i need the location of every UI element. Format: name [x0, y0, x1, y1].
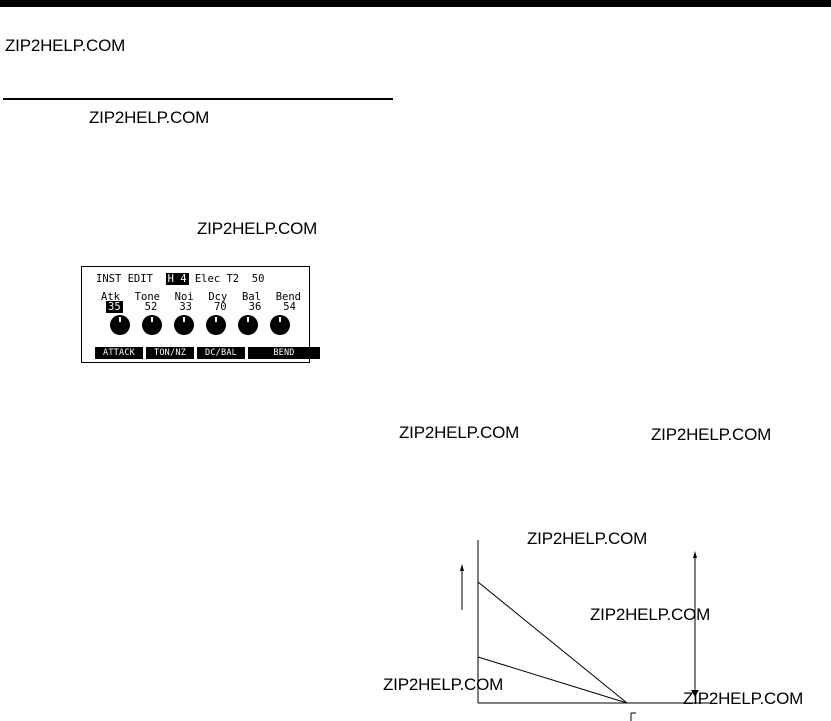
knob-icon[interactable]: [270, 315, 290, 335]
softkey-ton-nz[interactable]: TON/NZ: [146, 347, 194, 359]
bend-arrow-head: [693, 551, 697, 558]
param-label: Bend: [275, 291, 301, 303]
softkey-dc-bal[interactable]: DC/BAL: [197, 347, 245, 359]
softkey-attack[interactable]: ATTACK: [95, 347, 143, 359]
knob-icon[interactable]: [142, 315, 162, 335]
bend-arrow-tail: [691, 690, 699, 697]
watermark: ZIP2HELP.COM: [89, 108, 210, 127]
section-rule: [3, 98, 393, 100]
watermark: ZIP2HELP.COM: [383, 675, 504, 694]
watermark: ZIP2HELP.COM: [5, 36, 126, 55]
watermark: ZIP2HELP.COM: [651, 425, 772, 444]
param-value: 52: [144, 301, 158, 313]
lcd-display: INST EDIT H 4 Elec T2 50 Atk Tone Noi Dc…: [81, 266, 320, 363]
param-value: 33: [179, 301, 192, 313]
knob-icon[interactable]: [110, 315, 130, 335]
param-value: 54: [283, 301, 296, 313]
watermark: ZIP2HELP.COM: [527, 529, 648, 548]
knob-icon[interactable]: [238, 315, 258, 335]
param-value: 36: [248, 301, 262, 313]
softkey-bend[interactable]: BEND: [248, 347, 320, 359]
decay-line-high: [477, 581, 628, 704]
param-label: Bal: [242, 291, 261, 303]
mode-badge: H 4: [165, 273, 189, 285]
knob-icon[interactable]: [174, 315, 194, 335]
watermark: ZIP2HELP.COM: [399, 423, 520, 442]
watermark: ZIP2HELP.COM: [683, 689, 804, 708]
softkey-row: ATTACK TON/NZ DC/BAL BEND: [95, 347, 320, 359]
watermark: ZIP2HELP.COM: [197, 219, 318, 238]
knob-row: [110, 315, 290, 335]
lcd-header: INST EDIT H 4 Elec T2 50: [96, 273, 264, 285]
level-value: 50: [251, 273, 265, 285]
param-value: 35: [106, 301, 123, 313]
level-arrow-head: [460, 564, 464, 571]
knob-icon[interactable]: [206, 315, 226, 335]
top-rule: [0, 0, 831, 7]
param-value: 70: [213, 301, 227, 313]
param-label: Atk: [101, 291, 120, 303]
param-label: Tone: [134, 291, 160, 303]
param-labels: Atk Tone Noi Dcy Bal Bend: [101, 291, 301, 303]
decay-line-low: [477, 656, 628, 704]
watermark: ZIP2HELP.COM: [590, 605, 711, 624]
param-label: Noi: [174, 291, 194, 303]
lcd-title: INST EDIT: [96, 273, 153, 285]
instrument-name: Elec T2: [194, 273, 240, 285]
param-values: 35 52 33 70 36 54: [106, 301, 296, 313]
param-label: Dcy: [208, 291, 228, 303]
